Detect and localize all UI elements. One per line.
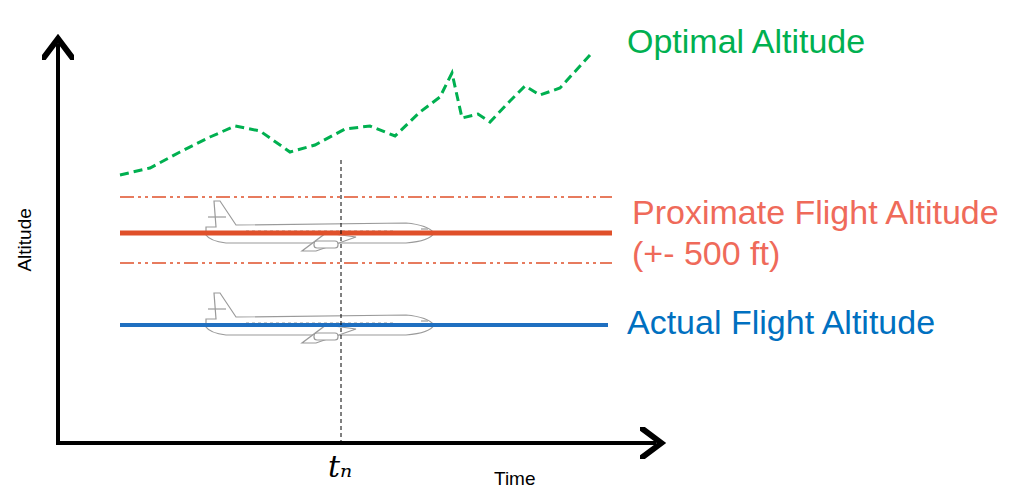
lower-bound-line: [120, 262, 612, 264]
time-marker-label: tₙ: [328, 450, 352, 485]
airplane-symbol: [206, 201, 434, 251]
actual-altitude-line: [120, 323, 608, 327]
proximate-altitude-line: [120, 231, 612, 236]
band-label: Proximate Flight Altitude (+- 500 ft): [632, 192, 1022, 274]
upper-bound-line: [120, 196, 612, 198]
time-marker-line: [341, 160, 342, 443]
optimal-altitude-curve: [120, 55, 590, 175]
axis-title: Time: [494, 468, 536, 490]
x-axis: [56, 441, 656, 445]
airplane-symbol: [206, 293, 434, 343]
curve-label: Optimal Altitude: [627, 22, 865, 61]
line-label: Actual Flight Altitude: [627, 303, 935, 342]
y-axis: [56, 44, 60, 445]
axis-title: Altitude: [14, 208, 36, 271]
